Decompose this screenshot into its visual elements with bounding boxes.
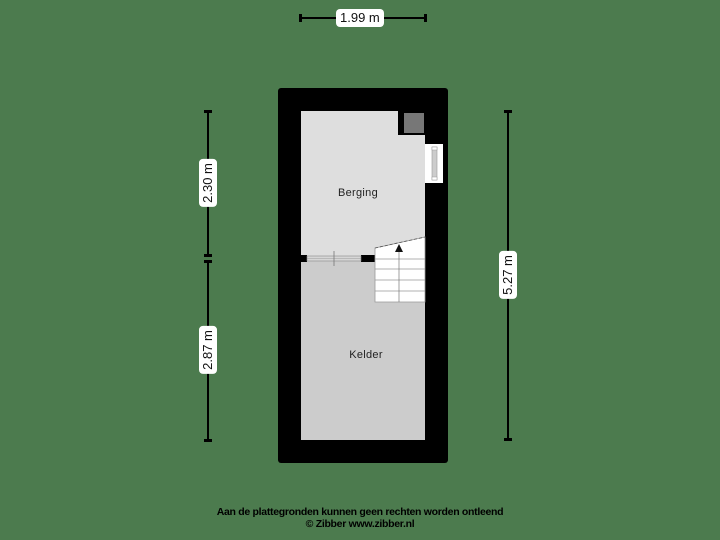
dimension-label-total-height: 5.27 m <box>499 251 517 299</box>
staircase <box>374 236 426 303</box>
dimension-label-berging-height: 2.30 m <box>199 159 217 207</box>
dimension-label-width: 1.99 m <box>336 9 384 27</box>
stair-direction-arrow-icon <box>395 244 403 252</box>
window-right <box>425 144 443 183</box>
room-berging-area <box>301 111 425 260</box>
room-label-kelder: Kelder <box>349 349 383 361</box>
dimension-label-kelder-height: 2.87 m <box>199 326 217 374</box>
shaft-block <box>404 113 424 133</box>
partition-wall <box>301 251 375 266</box>
disclaimer-text: Aan de plattegronden kunnen geen rechten… <box>216 506 504 518</box>
copyright-text: © Zibber www.zibber.nl <box>305 518 415 530</box>
room-label-berging: Berging <box>337 187 379 199</box>
